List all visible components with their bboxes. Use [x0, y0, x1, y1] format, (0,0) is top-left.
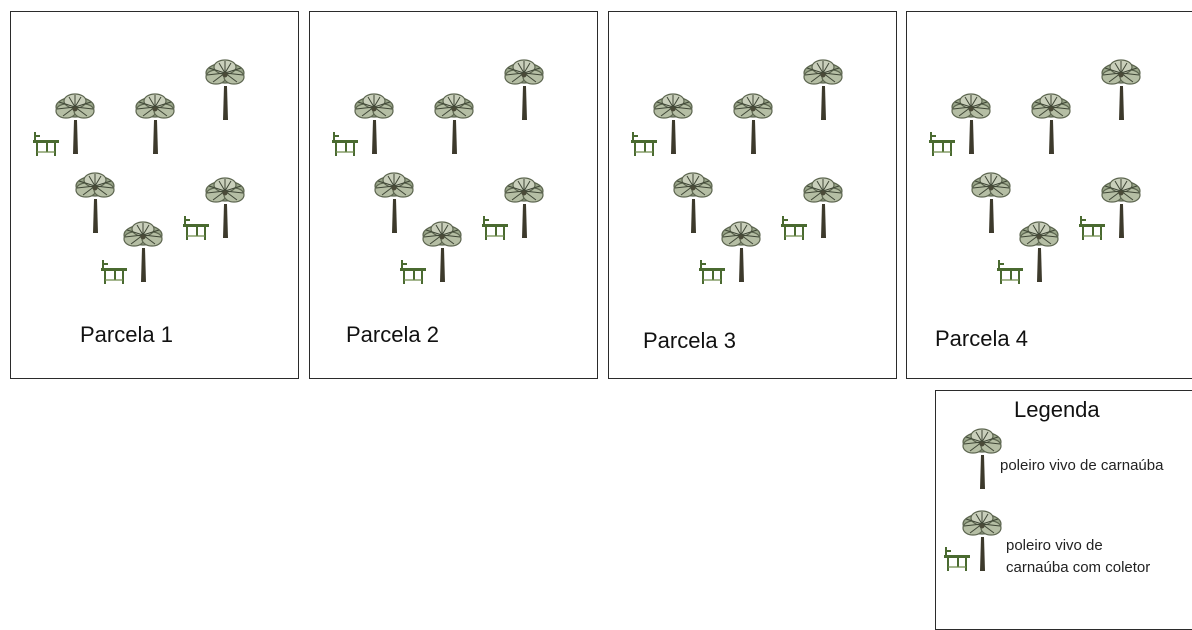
carnauba-palm-with-collector-icon: [780, 174, 845, 241]
carnauba-palm-icon: [199, 56, 251, 122]
legend-item-palm-text: poleiro vivo de carnaúba: [1000, 457, 1164, 474]
carnauba-palm-with-collector-icon: [928, 90, 993, 157]
plot-3: Parcela 3: [608, 11, 897, 379]
legend-item-collector-text-line1: poleiro vivo de: [1006, 537, 1103, 554]
plot-1: Parcela 1: [10, 11, 299, 379]
plot-label: Parcela 2: [346, 322, 439, 347]
carnauba-palm-with-collector-icon: [996, 218, 1061, 285]
carnauba-palm-with-collector-icon: [182, 174, 247, 241]
carnauba-palm-with-collector-icon: [481, 174, 546, 241]
carnauba-palm-icon: [129, 90, 181, 156]
carnauba-palm-with-collector-icon: [698, 218, 763, 285]
legend-item-collector-text-line2: carnaúba com coletor: [1006, 559, 1151, 576]
carnauba-palm-icon: [797, 56, 849, 122]
legend-title: Legenda: [1014, 397, 1100, 422]
legend: Legenda poleiro vivo de carnaúba poleiro…: [935, 390, 1192, 630]
carnauba-palm-with-collector-icon: [331, 90, 396, 157]
carnauba-palm-with-collector-icon: [630, 90, 695, 157]
carnauba-palm-with-collector-icon: [32, 90, 97, 157]
plot-label: Parcela 3: [643, 328, 736, 353]
plot-2: Parcela 2: [309, 11, 598, 379]
plot-4: Parcela 4: [906, 11, 1192, 379]
carnauba-palm-icon: [727, 90, 779, 156]
plot-label: Parcela 1: [80, 322, 173, 347]
carnauba-palm-with-collector-icon: [399, 218, 464, 285]
carnauba-palm-icon: [498, 56, 550, 122]
carnauba-palm-icon: [428, 90, 480, 156]
carnauba-palm-icon: [1025, 90, 1077, 156]
carnauba-palm-with-collector-icon: [100, 218, 165, 285]
plot-label: Parcela 4: [935, 326, 1028, 351]
carnauba-palm-icon: [1095, 56, 1147, 122]
carnauba-palm-with-collector-icon: [943, 507, 1008, 573]
carnauba-palm-with-collector-icon: [1078, 174, 1143, 241]
